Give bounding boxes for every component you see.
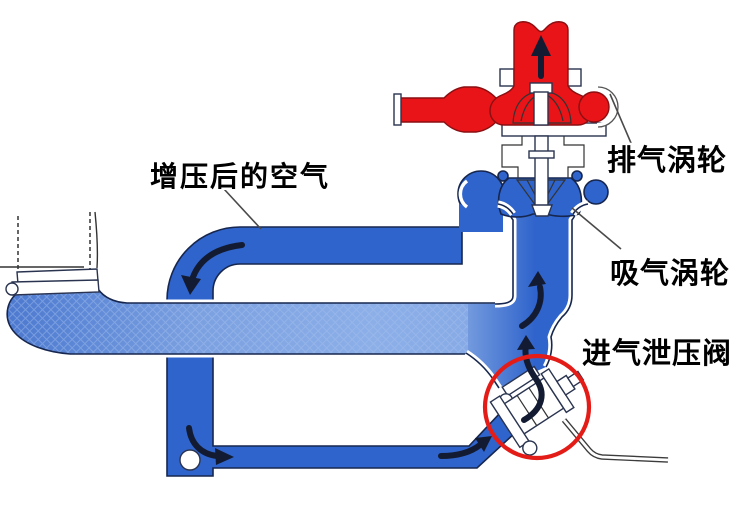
- pointer-exhaust-turbine: [609, 93, 632, 144]
- valve-knob-bottom: [522, 440, 538, 456]
- pipe-outline-top: [97, 288, 497, 304]
- pointer-intake-turbine: [571, 207, 622, 250]
- turbo-shaft: [534, 135, 549, 213]
- flange-bar-lower: [11, 279, 100, 296]
- intake-relief-valve: [489, 365, 585, 456]
- pointer-boosted-air: [223, 188, 262, 230]
- exhaust-ball: [578, 91, 610, 123]
- shaft-upper: [533, 91, 549, 126]
- stack-collar-left: [499, 68, 515, 87]
- shaft-and-bearing-housing: [501, 122, 607, 217]
- highlight-circle: [482, 353, 592, 461]
- exhaust-inlet-pipe: [398, 86, 505, 133]
- charge-pipe-down-arrow: [181, 242, 245, 295]
- shaft-nose: [531, 204, 553, 217]
- label-intake-turbine: 吸气涡轮: [610, 257, 730, 290]
- into-compressor-arrow: [519, 271, 546, 329]
- scroll-horn-right: [571, 170, 583, 182]
- curl-neck: [459, 203, 503, 232]
- solid-curve: [94, 211, 99, 269]
- hose-inner: [562, 419, 669, 462]
- elbow-highlight: [179, 449, 201, 471]
- return-pipe-right-arrow: [186, 425, 234, 465]
- bracket-left: [501, 136, 523, 178]
- ball-white-arc: [598, 174, 617, 210]
- flange-knob: [5, 282, 19, 296]
- bracket-right: [563, 136, 585, 178]
- pipe-texture: [7, 289, 540, 354]
- compressor-ball: [583, 179, 609, 205]
- label-boosted-air: 增压后的空气: [150, 160, 330, 192]
- exhaust-turbine-assembly: [393, 21, 619, 133]
- pointer-lines: [223, 93, 632, 250]
- flow-arrows: [181, 35, 551, 465]
- scroll-horn-left: [497, 170, 509, 182]
- vacuum-hose: [561, 418, 669, 463]
- exhaust-ball-outline: [597, 86, 619, 128]
- mouth-flares: [497, 203, 589, 215]
- exhaust-out-arrow: [531, 35, 551, 79]
- engine-connection-lines: [0, 211, 99, 269]
- curl-swirl: [458, 179, 469, 209]
- label-intake-relief-valve: 进气泄压阀: [582, 337, 732, 370]
- return-to-valve-arrow: [438, 436, 492, 459]
- exhaust-pipe-cap: [393, 93, 402, 126]
- pipe-outline-left: [6, 290, 71, 355]
- labels: 增压后的空气 排气涡轮 吸气涡轮 进气泄压阀: [148, 142, 734, 373]
- intercooler-pipe: [3, 268, 540, 358]
- pipe-halo-top: [95, 286, 497, 307]
- stack-collar-right: [566, 68, 582, 87]
- shaft-collar: [528, 150, 555, 159]
- through-relief-valve-arrow: [517, 335, 545, 423]
- label-exhaust-turbine: 排气涡轮: [607, 144, 727, 177]
